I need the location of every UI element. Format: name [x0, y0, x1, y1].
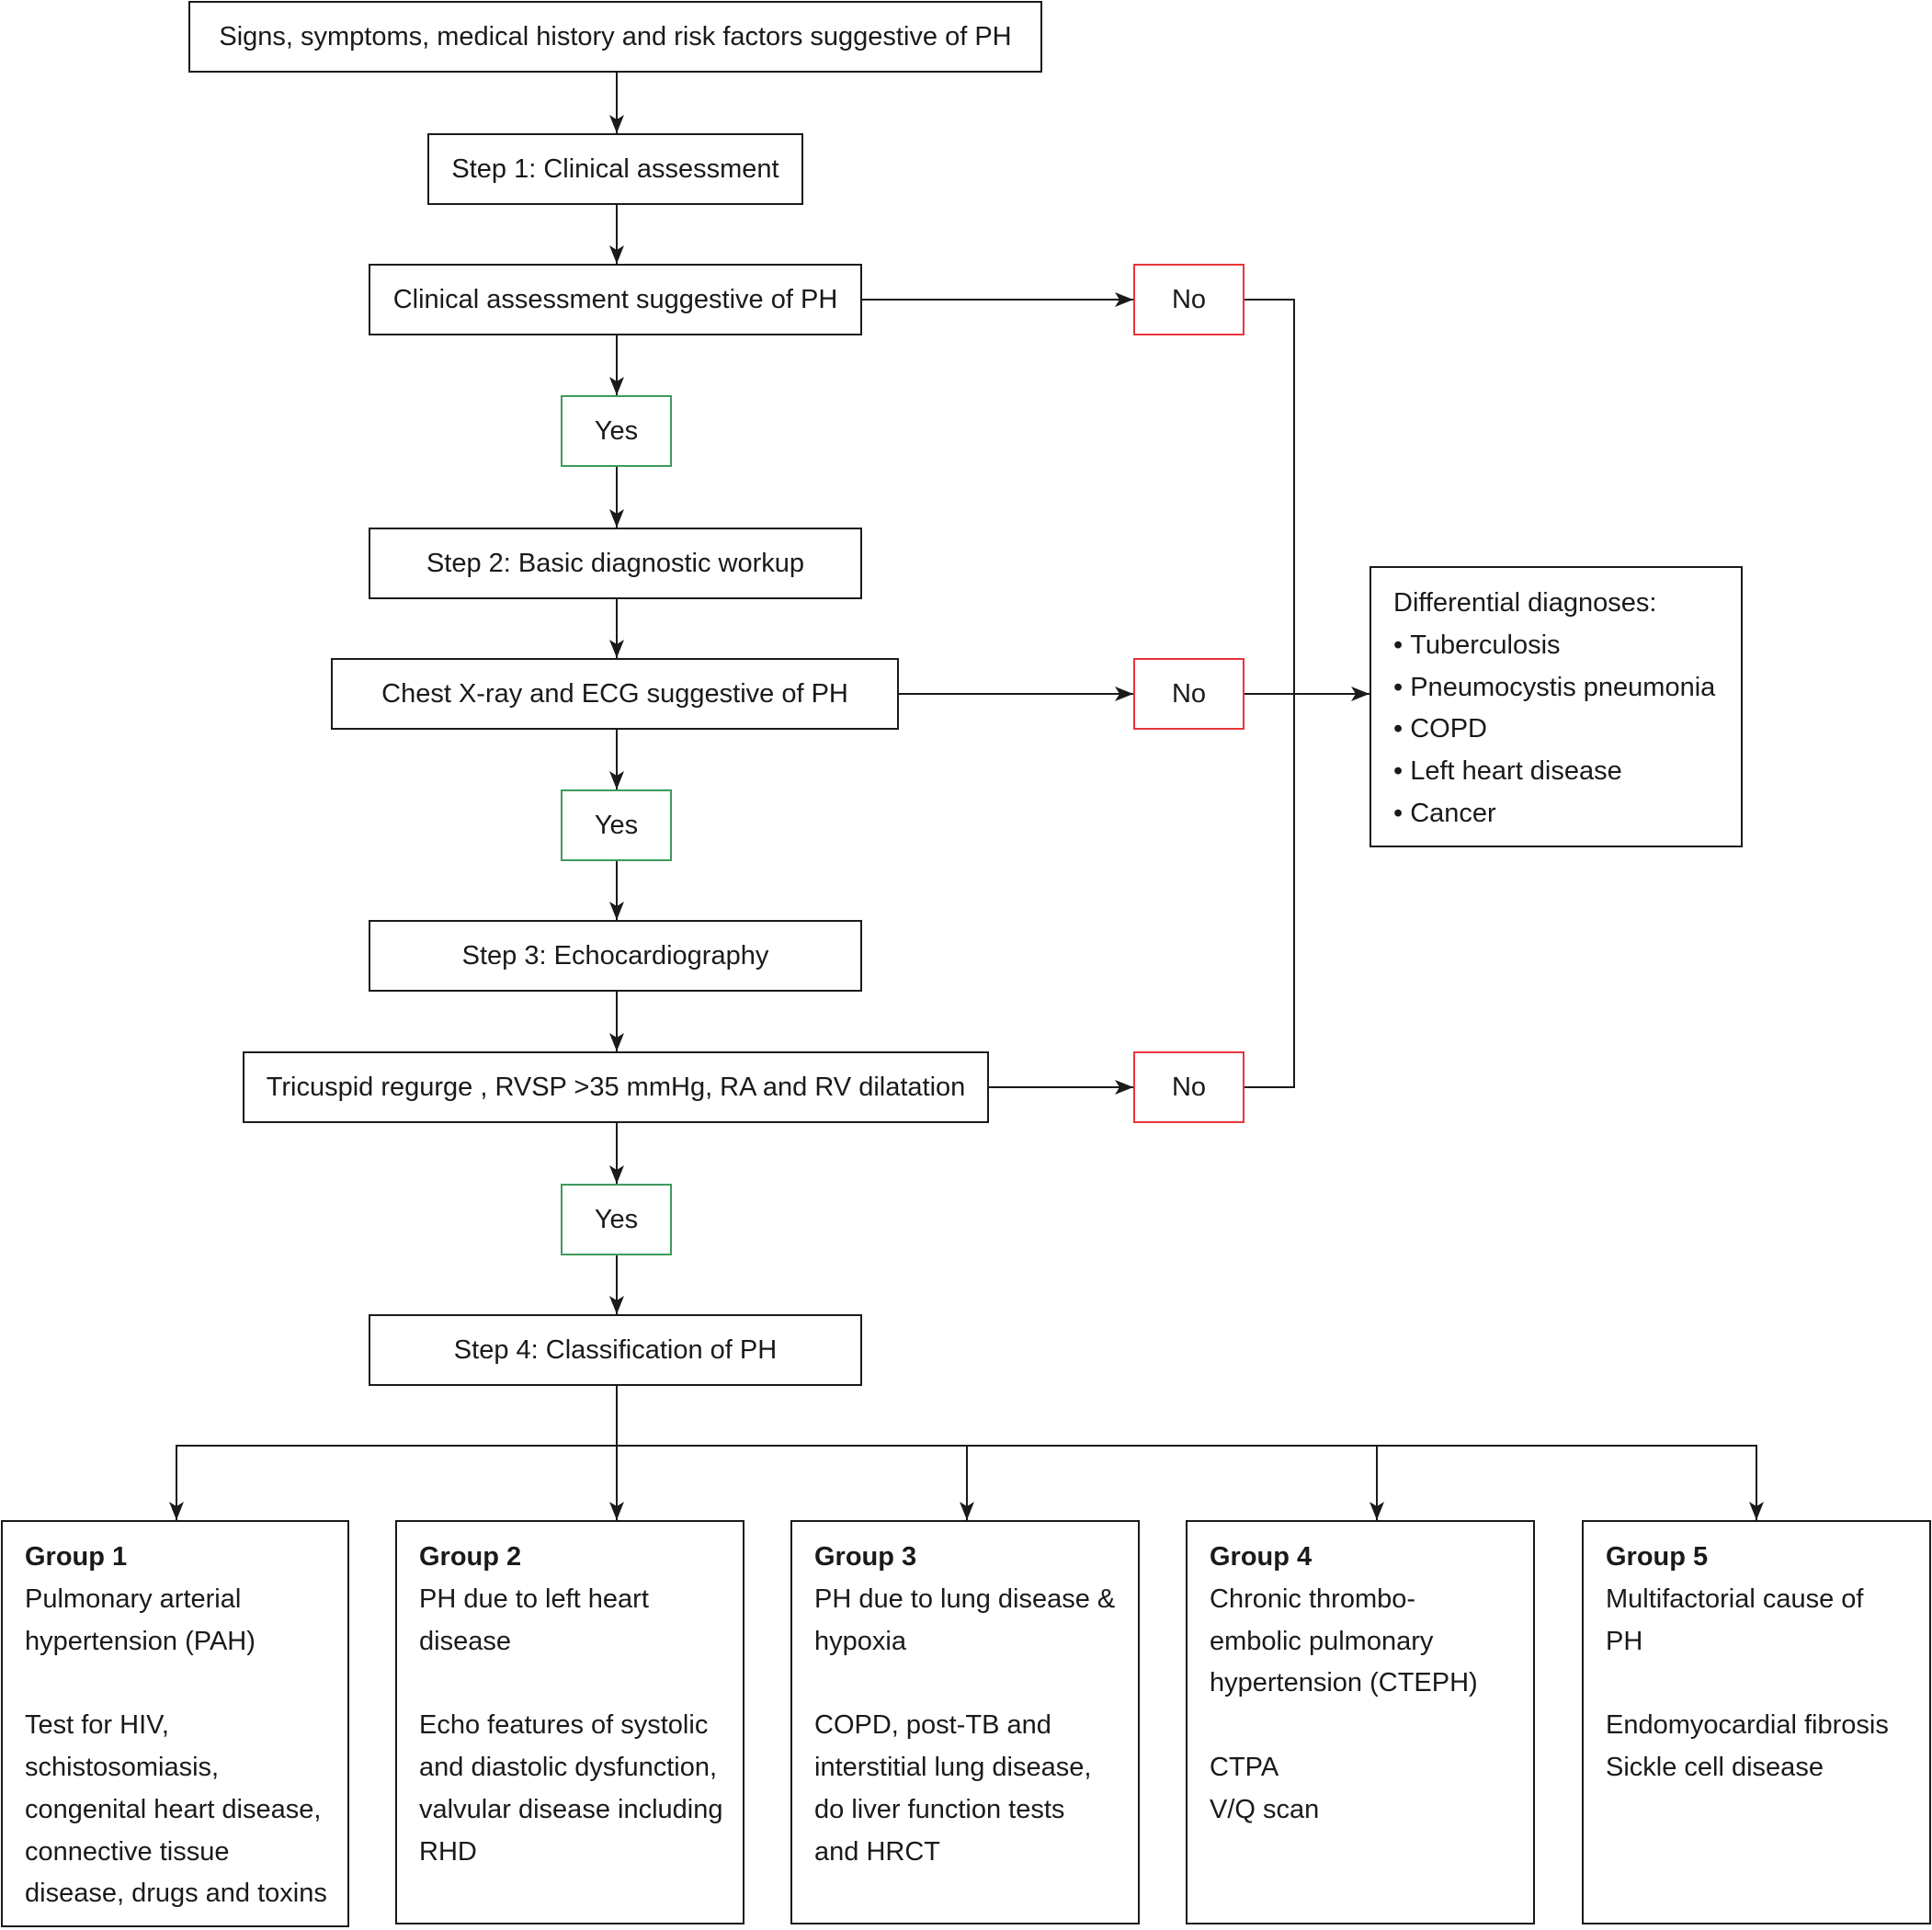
group-detail-line: and HRCT [814, 1836, 940, 1867]
step4-box: Step 4: Classification of PH [369, 1314, 862, 1386]
group-description-line: disease [419, 1626, 511, 1656]
group-details: Endomyocardial fibrosis Sickle cell dise… [1606, 1705, 1907, 1789]
group-description: Chronic thrombo- embolic pulmonary hyper… [1210, 1579, 1511, 1705]
group-description-line: PH due to left heart [419, 1584, 649, 1614]
differential-item: Pneumocystis pneumonia [1393, 667, 1719, 710]
yes1-box: Yes [561, 395, 672, 467]
group-detail-line: connective tissue [25, 1836, 230, 1867]
group-2-box: Group 2 PH due to left heart disease Ech… [395, 1520, 744, 1924]
group-detail-line: Test for HIV, [25, 1710, 169, 1741]
no3-box: No [1133, 1051, 1244, 1123]
differential-item: Tuberculosis [1393, 625, 1719, 667]
yes3-box: Yes [561, 1184, 672, 1255]
group-4-box: Group 4 Chronic thrombo- embolic pulmona… [1186, 1520, 1535, 1924]
yes2-box: Yes [561, 789, 672, 861]
differential-diagnoses-box: Differential diagnoses: Tuberculosis Pne… [1369, 566, 1743, 847]
differential-item: COPD [1393, 709, 1719, 751]
start-text: Signs, symptoms, medical history and ris… [219, 21, 1012, 51]
group-description-line: PH due to lung disease & [814, 1584, 1116, 1614]
group-description-line: Pulmonary arterial [25, 1584, 242, 1614]
yes2-label: Yes [594, 810, 639, 840]
group-description-line: PH [1606, 1626, 1643, 1656]
group-description: Multifactorial cause of PH [1606, 1579, 1907, 1663]
group-details: COPD, post-TB and interstitial lung dise… [814, 1705, 1116, 1873]
step2-text: Step 2: Basic diagnostic workup [426, 548, 805, 578]
step1-text: Step 1: Clinical assessment [451, 153, 779, 184]
group-detail-line: COPD, post-TB and [814, 1710, 1051, 1741]
step1-box: Step 1: Clinical assessment [427, 133, 803, 205]
decision2-text: Chest X-ray and ECG suggestive of PH [381, 678, 848, 709]
group-detail-line: congenital heart disease, [25, 1794, 322, 1824]
group-description: Pulmonary arterial hypertension (PAH) [25, 1579, 325, 1663]
yes3-label: Yes [594, 1204, 639, 1234]
differential-item: Cancer [1393, 793, 1719, 835]
yes1-label: Yes [594, 415, 639, 446]
group-description-line: hypoxia [814, 1626, 906, 1656]
group-5-box: Group 5 Multifactorial cause of PH Endom… [1582, 1520, 1931, 1924]
group-title: Group 2 [419, 1542, 522, 1572]
group-detail-line: CTPA [1210, 1752, 1279, 1782]
group-title: Group 1 [25, 1542, 128, 1572]
group-description-line: hypertension (PAH) [25, 1626, 256, 1656]
group-detail-line: Echo features of systolic [419, 1710, 709, 1741]
group-details: Echo features of systolic and diastolic … [419, 1705, 723, 1873]
group-title: Group 3 [814, 1542, 917, 1572]
group-detail-line: RHD [419, 1836, 477, 1867]
group-description-line: Chronic thrombo- [1210, 1584, 1416, 1614]
group-title: Group 5 [1606, 1542, 1709, 1572]
decision3-box: Tricuspid regurge , RVSP >35 mmHg, RA an… [243, 1051, 989, 1123]
group-detail-line: and diastolic dysfunction, [419, 1752, 718, 1782]
step3-text: Step 3: Echocardiography [461, 940, 769, 971]
group-detail-line: disease, drugs and toxins [25, 1879, 327, 1909]
group-description-line: hypertension (CTEPH) [1210, 1668, 1478, 1698]
group-detail-line: schistosomiasis, [25, 1752, 220, 1782]
group-detail-line: valvular disease including [419, 1794, 723, 1824]
no1-label: No [1171, 284, 1207, 314]
no2-box: No [1133, 658, 1244, 730]
group-detail-line: Endomyocardial fibrosis [1606, 1710, 1889, 1741]
start-box: Signs, symptoms, medical history and ris… [188, 1, 1042, 73]
group-detail-line: Sickle cell disease [1606, 1752, 1824, 1782]
group-description: PH due to lung disease & hypoxia [814, 1579, 1116, 1663]
group-detail-line: interstitial lung disease, [814, 1752, 1092, 1782]
step3-box: Step 3: Echocardiography [369, 920, 862, 992]
group-description: PH due to left heart disease [419, 1579, 721, 1663]
step2-box: Step 2: Basic diagnostic workup [369, 528, 862, 599]
decision1-text: Clinical assessment suggestive of PH [392, 284, 838, 314]
group-3-box: Group 3 PH due to lung disease & hypoxia… [790, 1520, 1140, 1924]
group-detail-line: do liver function tests [814, 1794, 1065, 1824]
group-details: Test for HIV, schistosomiasis, congenita… [25, 1705, 327, 1915]
decision3-text: Tricuspid regurge , RVSP >35 mmHg, RA an… [266, 1072, 966, 1102]
decision1-box: Clinical assessment suggestive of PH [369, 264, 862, 335]
no1-box: No [1133, 264, 1244, 335]
group-detail-line: V/Q scan [1210, 1794, 1320, 1824]
differential-title: Differential diagnoses: [1393, 588, 1657, 618]
no2-label: No [1171, 678, 1207, 709]
group-description-line: Multifactorial cause of [1606, 1584, 1864, 1614]
group-details: CTPA V/Q scan [1210, 1747, 1511, 1832]
differential-item: Left heart disease [1393, 751, 1719, 793]
group-description-line: embolic pulmonary [1210, 1626, 1434, 1656]
group-title: Group 4 [1210, 1542, 1313, 1572]
group-1-box: Group 1 Pulmonary arterial hypertension … [1, 1520, 349, 1927]
no3-label: No [1171, 1072, 1207, 1102]
decision2-box: Chest X-ray and ECG suggestive of PH [331, 658, 899, 730]
step4-text: Step 4: Classification of PH [453, 1334, 778, 1365]
